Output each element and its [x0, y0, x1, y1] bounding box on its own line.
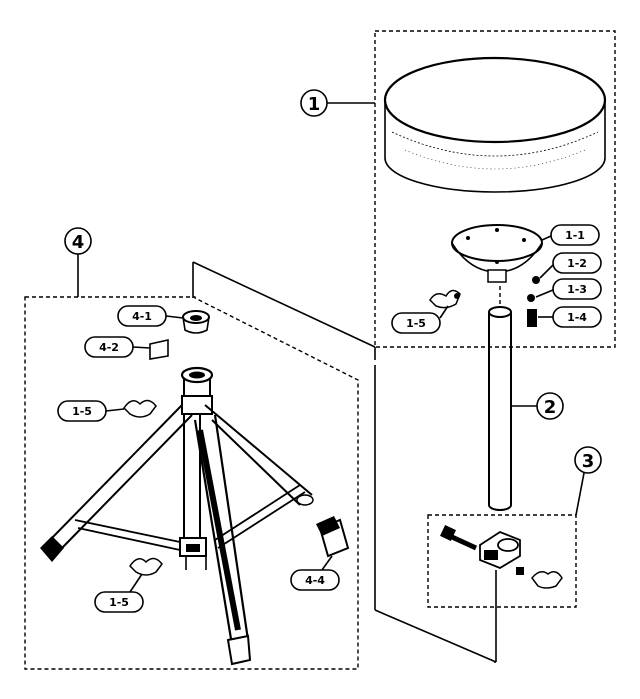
callout-1-1: 1-1	[565, 229, 585, 242]
group-1-seat-assembly: 1 1-1 1-2 1-3 1-4 1-5	[300, 30, 616, 348]
group-4-dashed-box	[24, 296, 359, 670]
callout-1-5-lower: 1-5	[109, 596, 129, 609]
group-2-height-tube: 2	[488, 286, 564, 511]
clamp-nut	[516, 567, 524, 575]
wing-nut-seat	[429, 289, 461, 309]
washer-part	[532, 276, 540, 284]
wing-nut-lower	[129, 557, 163, 576]
group-1-dashed-box	[374, 30, 616, 348]
wing-nut-upper	[123, 399, 157, 418]
callout-1-3: 1-3	[567, 283, 587, 296]
clamp-body	[479, 530, 521, 570]
callout-4-2: 4-2	[99, 341, 119, 354]
bushing-part	[182, 310, 210, 334]
callout-1-5-upper: 1-5	[72, 405, 92, 418]
callout-1-4: 1-4	[567, 311, 587, 324]
tripod-stand	[40, 366, 314, 666]
clamp-bolt	[440, 525, 478, 551]
callout-1-5-seat: 1-5	[406, 317, 426, 330]
callout-1-2: 1-2	[567, 257, 587, 270]
seat-cushion	[383, 56, 607, 193]
bolt-part	[527, 309, 537, 327]
callout-1: 1	[308, 94, 321, 115]
group-3-tube-clamp: 3	[427, 446, 602, 663]
group-4-tripod-base: 4 4-1 4-2	[24, 227, 359, 670]
nut-part	[527, 294, 535, 302]
foot-cap-part	[316, 516, 350, 558]
callout-4: 4	[72, 232, 85, 253]
seat-mounting-plate	[451, 224, 543, 283]
sleeve-part	[149, 339, 169, 360]
callout-2: 2	[544, 397, 557, 418]
callout-3: 3	[582, 451, 595, 472]
callout-4-1: 4-1	[132, 310, 152, 323]
clamp-wing-nut	[531, 571, 563, 589]
group-3-dashed-box	[427, 514, 577, 608]
callout-4-4: 4-4	[305, 574, 325, 587]
assembly-connector-lines	[192, 261, 497, 663]
